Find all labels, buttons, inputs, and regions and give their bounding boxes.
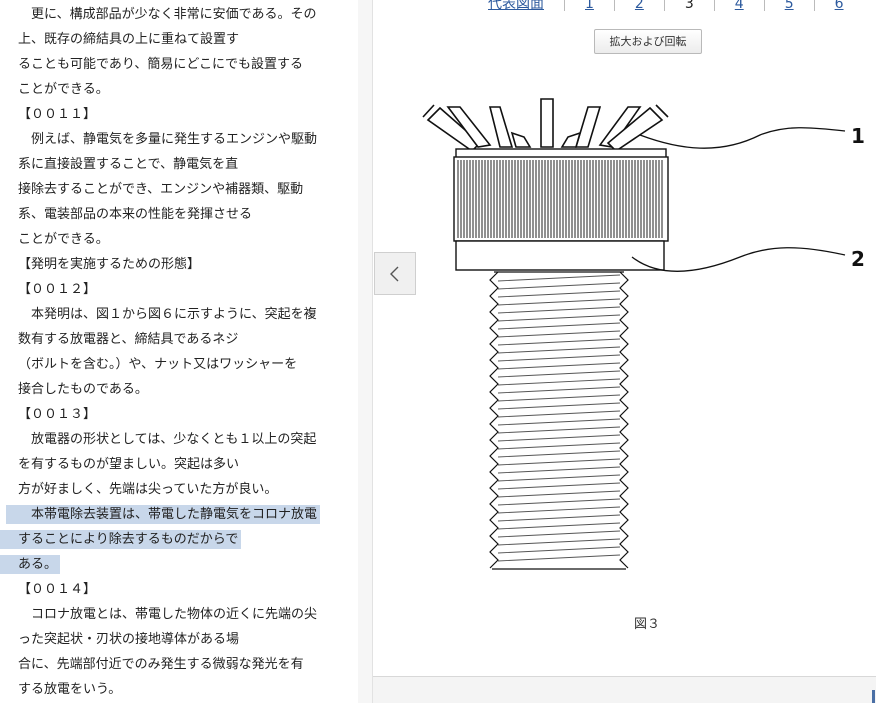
highlighted-text-line: 本帯電除去装置は、帯電した静電気をコロナ放電 [6, 502, 348, 527]
page-nav-separator [713, 0, 715, 11]
text-line: （ボルトを含む。）や、ナット又はワッシャーを [18, 352, 348, 377]
page-nav-separator [564, 0, 565, 11]
bolt-shank [489, 271, 629, 570]
text-line-content: 【００１２】 [18, 282, 97, 297]
text-line-content: った突起状・刃状の接地導体がある場 [18, 632, 240, 647]
page-nav-separator [613, 0, 615, 11]
scroll-indicator[interactable] [872, 690, 875, 703]
text-line: する放電をいう。 [18, 677, 348, 702]
text-line: 系、電装部品の本来の性能を発揮させる [18, 202, 348, 227]
figure-page-nav: 代表図面 1 2 3 4 5 6 [488, 0, 844, 13]
text-line: 数有する放電器と、締結具であるネジ [18, 327, 348, 352]
highlighted-text-line: ある。 [0, 552, 348, 577]
text-line: 本発明は、図１から図６に示すように、突起を複 [18, 302, 348, 327]
text-line-content: 本帯電除去装置は、帯電した静電気をコロナ放電 [6, 505, 321, 524]
text-line-content: する放電をいう。 [18, 682, 122, 697]
patent-figure-drawing: 1 2 [422, 98, 865, 570]
text-line-content: 方が好ましく、先端は尖っていた方が良い。 [18, 482, 278, 497]
text-line-content: 【発明を実施するための形態】 [18, 257, 201, 272]
page-link[interactable]: 2 [634, 0, 644, 12]
text-line-content: 【００１４】 [18, 582, 97, 597]
text-line-content: 合に、先端部付近でのみ発生する微弱な発光を有 [18, 657, 304, 672]
text-line: 【００１４】 [18, 577, 348, 602]
text-line: 合に、先端部付近でのみ発生する微弱な発光を有 [18, 652, 348, 677]
page-link[interactable]: 1 [585, 0, 594, 12]
text-line: 放電器の形状としては、少なくとも１以上の突起 [18, 427, 348, 452]
page-nav-separator [663, 0, 665, 11]
text-line-content: 数有する放電器と、締結具であるネジ [18, 332, 239, 347]
callout-leaders [631, 127, 846, 272]
text-line: った突起状・刃状の接地導体がある場 [18, 627, 348, 652]
text-line-content: 例えば、静電気を多量に発生するエンジンや駆動 [18, 132, 318, 147]
page-link[interactable]: 4 [734, 0, 744, 12]
page-link[interactable]: 代表図面 [488, 0, 544, 12]
text-line: 【００１２】 [18, 277, 348, 302]
text-line: 方が好ましく、先端は尖っていた方が良い。 [18, 477, 348, 502]
text-line: コロナ放電とは、帯電した物体の近くに先端の尖 [18, 602, 348, 627]
text-line: 上、既存の締結具の上に重ねて設置す [18, 27, 348, 52]
chevron-left-icon [390, 266, 399, 281]
highlighted-text-line: することにより除去するものだからで [0, 527, 348, 552]
text-line-content: 【００１１】 [18, 107, 97, 122]
page-link[interactable]: 5 [784, 0, 794, 12]
pane-splitter[interactable] [358, 0, 373, 703]
callout-label-2: 2 [851, 247, 865, 271]
text-line: ることも可能であり、簡易にどこにでも設置する [18, 52, 348, 77]
text-line-content: ことができる。 [18, 82, 109, 97]
text-line-content: 系、電装部品の本来の性能を発揮させる [18, 207, 253, 222]
text-line-content: ことができる。 [18, 232, 109, 247]
figure-caption: 図３ [634, 617, 661, 632]
text-line-content: コロナ放電とは、帯電した物体の近くに先端の尖 [18, 607, 318, 622]
text-line-content: 接除去することができ、エンジンや補器類、駆動 [18, 182, 304, 197]
page-link-current: 3 [684, 0, 694, 12]
text-line: 系に直接設置することで、静電気を直 [18, 152, 348, 177]
text-line-content: 放電器の形状としては、少なくとも１以上の突起 [18, 432, 317, 447]
text-line: 【００１３】 [18, 402, 348, 427]
page-nav-separator [813, 0, 815, 11]
viewer-footer [373, 677, 876, 703]
page-nav-separator [763, 0, 765, 11]
document-text-pane: 更に、構成部品が少なく非常に安価である。その上、既存の締結具の上に重ねて設置する… [0, 0, 358, 703]
washer [455, 240, 665, 271]
document-body: 更に、構成部品が少なく非常に安価である。その上、既存の締結具の上に重ねて設置する… [0, 2, 348, 702]
zoom-rotate-button[interactable]: 拡大および回転 [594, 29, 702, 54]
text-line-content: 本発明は、図１から図６に示すように、突起を複 [18, 307, 317, 322]
text-line-content: ることも可能であり、簡易にどこにでも設置する [18, 57, 303, 72]
text-line: 接除去することができ、エンジンや補器類、駆動 [18, 177, 348, 202]
text-line: 例えば、静電気を多量に発生するエンジンや駆動 [18, 127, 348, 152]
page-link[interactable]: 6 [834, 0, 844, 12]
text-line: ことができる。 [18, 227, 348, 252]
text-line-content: 系に直接設置することで、静電気を直 [18, 157, 239, 172]
text-line-content: 上、既存の締結具の上に重ねて設置す [18, 32, 240, 47]
text-line: 接合したものである。 [18, 377, 348, 402]
text-line-content: 更に、構成部品が少なく非常に安価である。その [18, 7, 317, 22]
callout-label-1: 1 [851, 124, 865, 148]
previous-figure-button[interactable] [374, 252, 416, 295]
text-line: ことができる。 [18, 77, 348, 102]
text-line-content: ある。 [0, 555, 61, 574]
text-line-content: 【００１３】 [18, 407, 97, 422]
text-line-content: を有するものが望ましい。突起は多い [18, 457, 240, 472]
text-line: を有するものが望ましい。突起は多い [18, 452, 348, 477]
text-line: 【００１１】 [18, 102, 348, 127]
text-line-content: 接合したものである。 [18, 382, 148, 397]
text-line: 更に、構成部品が少なく非常に安価である。その [18, 2, 348, 27]
text-line-content: （ボルトを含む。）や、ナット又はワッシャーを [18, 357, 298, 372]
text-line-content: することにより除去するものだからで [0, 530, 242, 549]
text-line: 【発明を実施するための形態】 [18, 252, 348, 277]
discharger-fins [422, 98, 669, 153]
knurled-cap [453, 148, 669, 242]
